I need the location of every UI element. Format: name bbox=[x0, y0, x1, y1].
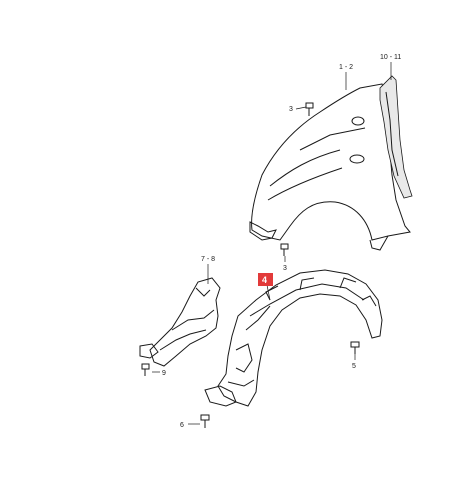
callout-5: 5 bbox=[352, 363, 356, 370]
screw-9 bbox=[141, 363, 150, 376]
callout-1-2: 1 - 2 bbox=[339, 64, 353, 71]
screw-3-upper bbox=[305, 102, 314, 116]
callout-4-highlight bbox=[258, 273, 273, 286]
callout-10-11: 10 - 11 bbox=[380, 54, 401, 61]
fender-bracket bbox=[379, 75, 413, 199]
callout-7-8: 7 - 8 bbox=[201, 256, 215, 263]
clip-5 bbox=[350, 341, 360, 354]
callout-6: 6 bbox=[180, 422, 184, 429]
leader-lines bbox=[152, 62, 392, 425]
callout-3-upper: 3 bbox=[289, 106, 293, 113]
callout-4: 4 bbox=[262, 275, 267, 285]
fender-liner bbox=[204, 269, 383, 407]
screw-6 bbox=[200, 414, 210, 428]
screw-3-lower bbox=[280, 243, 289, 256]
front-fender bbox=[249, 83, 411, 251]
callout-3-lower: 3 bbox=[283, 265, 287, 272]
callout-9: 9 bbox=[162, 370, 166, 377]
splash-guard bbox=[139, 277, 221, 367]
